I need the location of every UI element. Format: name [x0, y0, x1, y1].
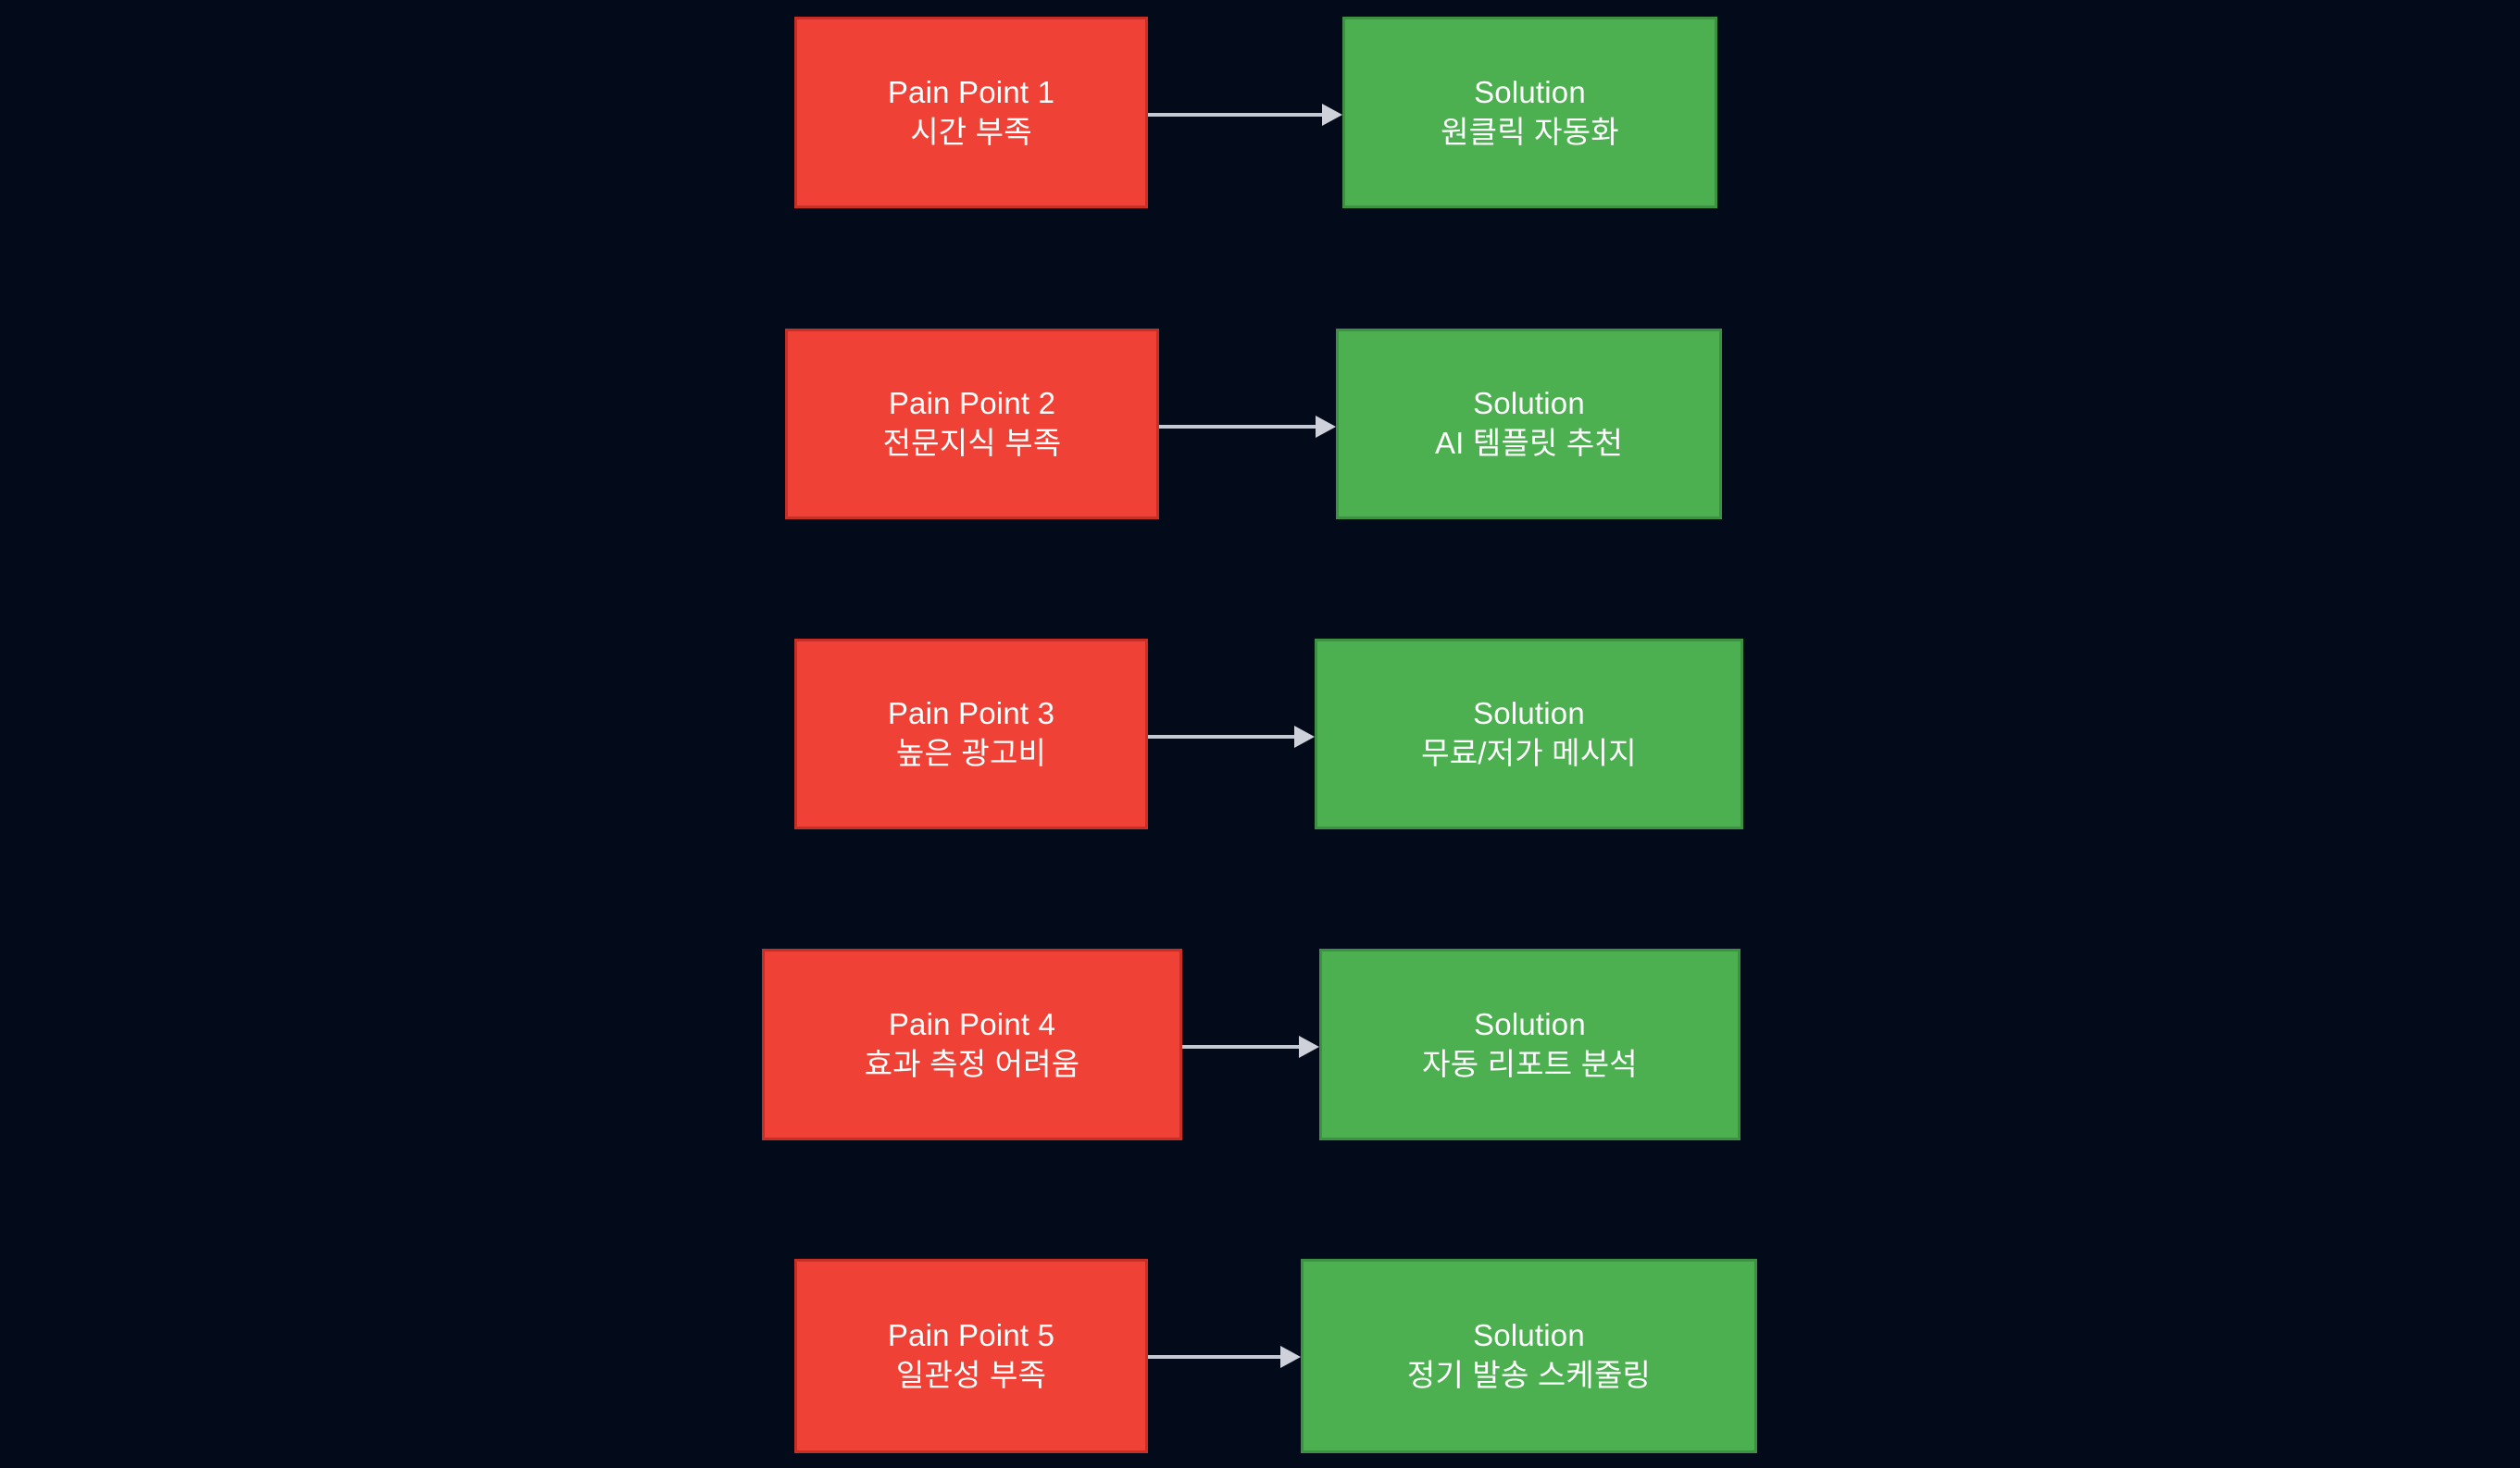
pain-point-title-1: Pain Point 1	[887, 74, 1055, 109]
pain-point-title-2: Pain Point 2	[888, 386, 1056, 421]
solution-title-5: Solution	[1473, 1318, 1585, 1353]
arrow-head-icon-1	[1322, 104, 1342, 126]
arrow-head-icon-4	[1299, 1036, 1319, 1058]
pain-point-title-5: Pain Point 5	[887, 1318, 1055, 1353]
solution-node-5[interactable]: Solution 정기 발송 스케줄링	[1301, 1259, 1757, 1453]
arrow-shaft-5	[1148, 1355, 1280, 1359]
solution-detail-4: 자동 리포트 분석	[1422, 1046, 1638, 1081]
solution-node-3[interactable]: Solution 무료/저가 메시지	[1315, 639, 1743, 829]
pain-point-detail-4: 효과 측정 어려움	[864, 1046, 1080, 1081]
solution-detail-1: 원클릭 자동화	[1441, 114, 1619, 149]
arrow-shaft-3	[1148, 735, 1294, 739]
arrow-head-icon-2	[1316, 416, 1336, 438]
solution-title-4: Solution	[1474, 1006, 1586, 1041]
solution-title-3: Solution	[1473, 696, 1585, 731]
solution-node-2[interactable]: Solution AI 템플릿 추천	[1336, 329, 1722, 519]
pain-point-title-3: Pain Point 3	[887, 696, 1055, 731]
pain-point-title-4: Pain Point 4	[888, 1006, 1056, 1041]
pain-point-node-3[interactable]: Pain Point 3 높은 광고비	[794, 639, 1148, 829]
pain-point-node-2[interactable]: Pain Point 2 전문지식 부족	[785, 329, 1159, 519]
arrow-head-icon-5	[1280, 1346, 1301, 1368]
solution-node-1[interactable]: Solution 원클릭 자동화	[1342, 17, 1717, 208]
solution-node-4[interactable]: Solution 자동 리포트 분석	[1319, 949, 1740, 1140]
pain-point-detail-1: 시간 부족	[910, 114, 1032, 149]
pain-point-detail-3: 높은 광고비	[895, 736, 1047, 770]
arrow-shaft-2	[1159, 425, 1316, 429]
arrow-shaft-4	[1182, 1045, 1299, 1049]
pain-point-node-1[interactable]: Pain Point 1 시간 부족	[794, 17, 1148, 208]
arrow-head-icon-3	[1294, 726, 1315, 748]
pain-point-node-4[interactable]: Pain Point 4 효과 측정 어려움	[762, 949, 1182, 1140]
solution-title-1: Solution	[1474, 74, 1586, 109]
solution-detail-2: AI 템플릿 추천	[1434, 426, 1624, 460]
solution-title-2: Solution	[1473, 386, 1585, 421]
pain-point-detail-5: 일관성 부족	[895, 1358, 1047, 1392]
pain-point-node-5[interactable]: Pain Point 5 일관성 부족	[794, 1259, 1148, 1453]
solution-detail-5: 정기 발송 스케줄링	[1406, 1358, 1652, 1392]
pain-point-detail-2: 전문지식 부족	[882, 426, 1062, 460]
arrow-shaft-1	[1148, 113, 1322, 117]
solution-detail-3: 무료/저가 메시지	[1421, 736, 1637, 770]
